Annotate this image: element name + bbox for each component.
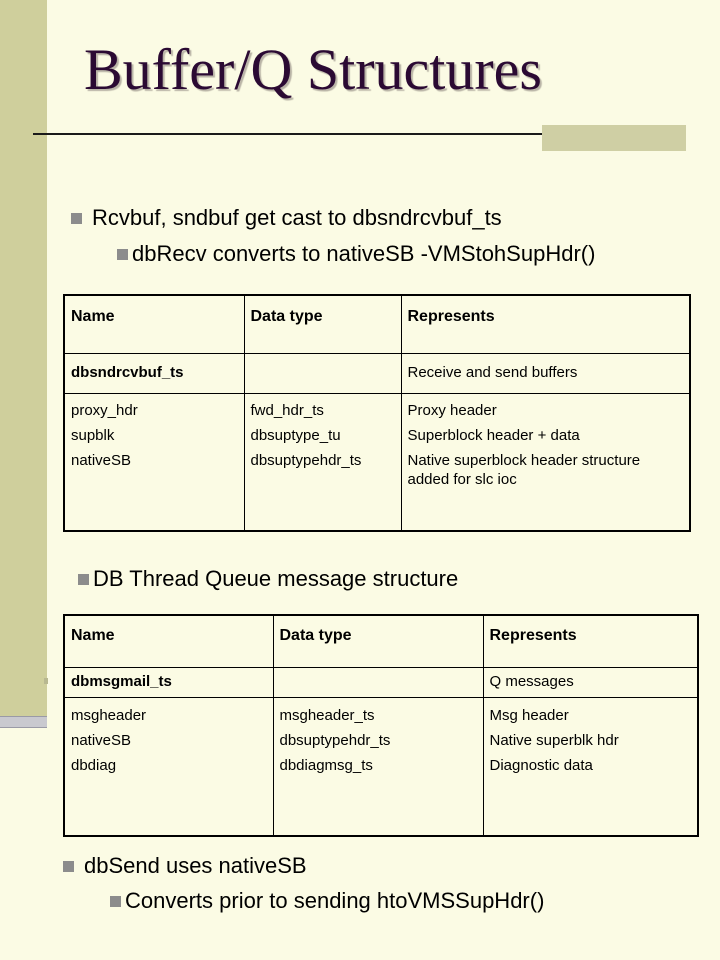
field-name: supblk — [71, 426, 115, 444]
header-data-type: Data type — [243, 294, 402, 354]
cell-data-type — [272, 666, 484, 698]
table-header-row: Name Data type Represents — [63, 294, 691, 354]
field-represents: Native superblk hdr — [489, 731, 619, 749]
bullet-text: DB Thread Queue message structure — [93, 566, 459, 591]
field-name: dbdiag — [71, 756, 117, 774]
bullet-converts: Converts prior to sending htoVMSSupHdr() — [110, 887, 544, 915]
field-represents: Proxy header — [407, 401, 497, 419]
field-represents: Msg header — [489, 706, 569, 724]
cell-names: proxy_hdr supblk nativeSB — [63, 392, 245, 532]
cell-data-type — [243, 352, 402, 394]
header-data-type: Data type — [272, 614, 484, 668]
left-band-stub — [0, 716, 47, 728]
field-type: msgheader_ts — [279, 706, 375, 724]
bullet-text: Converts prior to sending htoVMSSupHdr() — [125, 888, 545, 913]
field-type: dbsuptypehdr_ts — [279, 731, 391, 749]
bullet-text: dbRecv converts to nativeSB -VMStohSupHd… — [132, 241, 596, 266]
table-header-row: Name Data type Represents — [63, 614, 699, 668]
field-represents: Native superblock header structure added… — [407, 451, 641, 488]
cell-name: dbsndrcvbuf_ts — [63, 352, 245, 394]
square-bullet-icon — [78, 573, 89, 585]
title-underline — [33, 133, 686, 135]
cell-represents: Receive and send buffers — [400, 352, 691, 394]
left-decorative-band — [0, 0, 47, 716]
header-name: Name — [63, 614, 274, 668]
field-represents: Diagnostic data — [489, 756, 593, 774]
field-name: proxy_hdr — [71, 401, 138, 419]
cell-types: fwd_hdr_ts dbsuptype_tu dbsuptypehdr_ts — [243, 392, 402, 532]
cell-represents: Q messages — [482, 666, 699, 698]
field-represents: Superblock header + data — [407, 426, 580, 444]
square-bullet-icon — [63, 860, 74, 872]
field-name: msgheader — [71, 706, 147, 724]
table-row: dbsndrcvbuf_ts Receive and send buffers — [63, 352, 691, 394]
cell-represents-list: Proxy header Superblock header + data Na… — [400, 392, 691, 532]
cell-represents-list: Msg header Native superblk hdr Diagnosti… — [482, 696, 699, 837]
field-name: nativeSB — [71, 731, 132, 749]
field-type: dbsuptypehdr_ts — [250, 451, 362, 469]
buffer-structure-table: Name Data type Represents dbsndrcvbuf_ts… — [63, 294, 691, 532]
table-row: dbmsgmail_ts Q messages — [63, 666, 699, 698]
field-name: nativeSB — [71, 451, 132, 469]
title-accent-bar — [542, 125, 686, 151]
square-bullet-icon — [110, 895, 121, 907]
left-band-mark — [44, 678, 48, 684]
table-row: msgheader nativeSB dbdiag msgheader_ts d… — [63, 696, 699, 837]
bullet-rcvbuf: Rcvbuf, sndbuf get cast to dbsndrcvbuf_t… — [71, 204, 502, 232]
bullet-text: dbSend uses nativeSB — [84, 853, 307, 878]
slide-title: Buffer/Q Structures — [84, 37, 542, 102]
cell-types: msgheader_ts dbsuptypehdr_ts dbdiagmsg_t… — [272, 696, 484, 837]
header-represents: Represents — [400, 294, 691, 354]
header-name: Name — [63, 294, 245, 354]
field-type: fwd_hdr_ts — [250, 401, 324, 419]
cell-names: msgheader nativeSB dbdiag — [63, 696, 274, 837]
bullet-dbrecv: dbRecv converts to nativeSB -VMStohSupHd… — [117, 240, 595, 268]
cell-name: dbmsgmail_ts — [63, 666, 274, 698]
header-represents: Represents — [482, 614, 699, 668]
square-bullet-icon — [117, 248, 128, 260]
queue-message-table: Name Data type Represents dbmsgmail_ts Q… — [63, 614, 699, 837]
field-type: dbsuptype_tu — [250, 426, 341, 444]
bullet-dbsend: dbSend uses nativeSB — [63, 852, 307, 880]
square-bullet-icon — [71, 212, 82, 224]
field-type: dbdiagmsg_ts — [279, 756, 373, 774]
bullet-text: Rcvbuf, sndbuf get cast to dbsndrcvbuf_t… — [92, 205, 502, 230]
bullet-db-thread-queue: DB Thread Queue message structure — [78, 565, 458, 593]
table-row: proxy_hdr supblk nativeSB fwd_hdr_ts dbs… — [63, 392, 691, 532]
